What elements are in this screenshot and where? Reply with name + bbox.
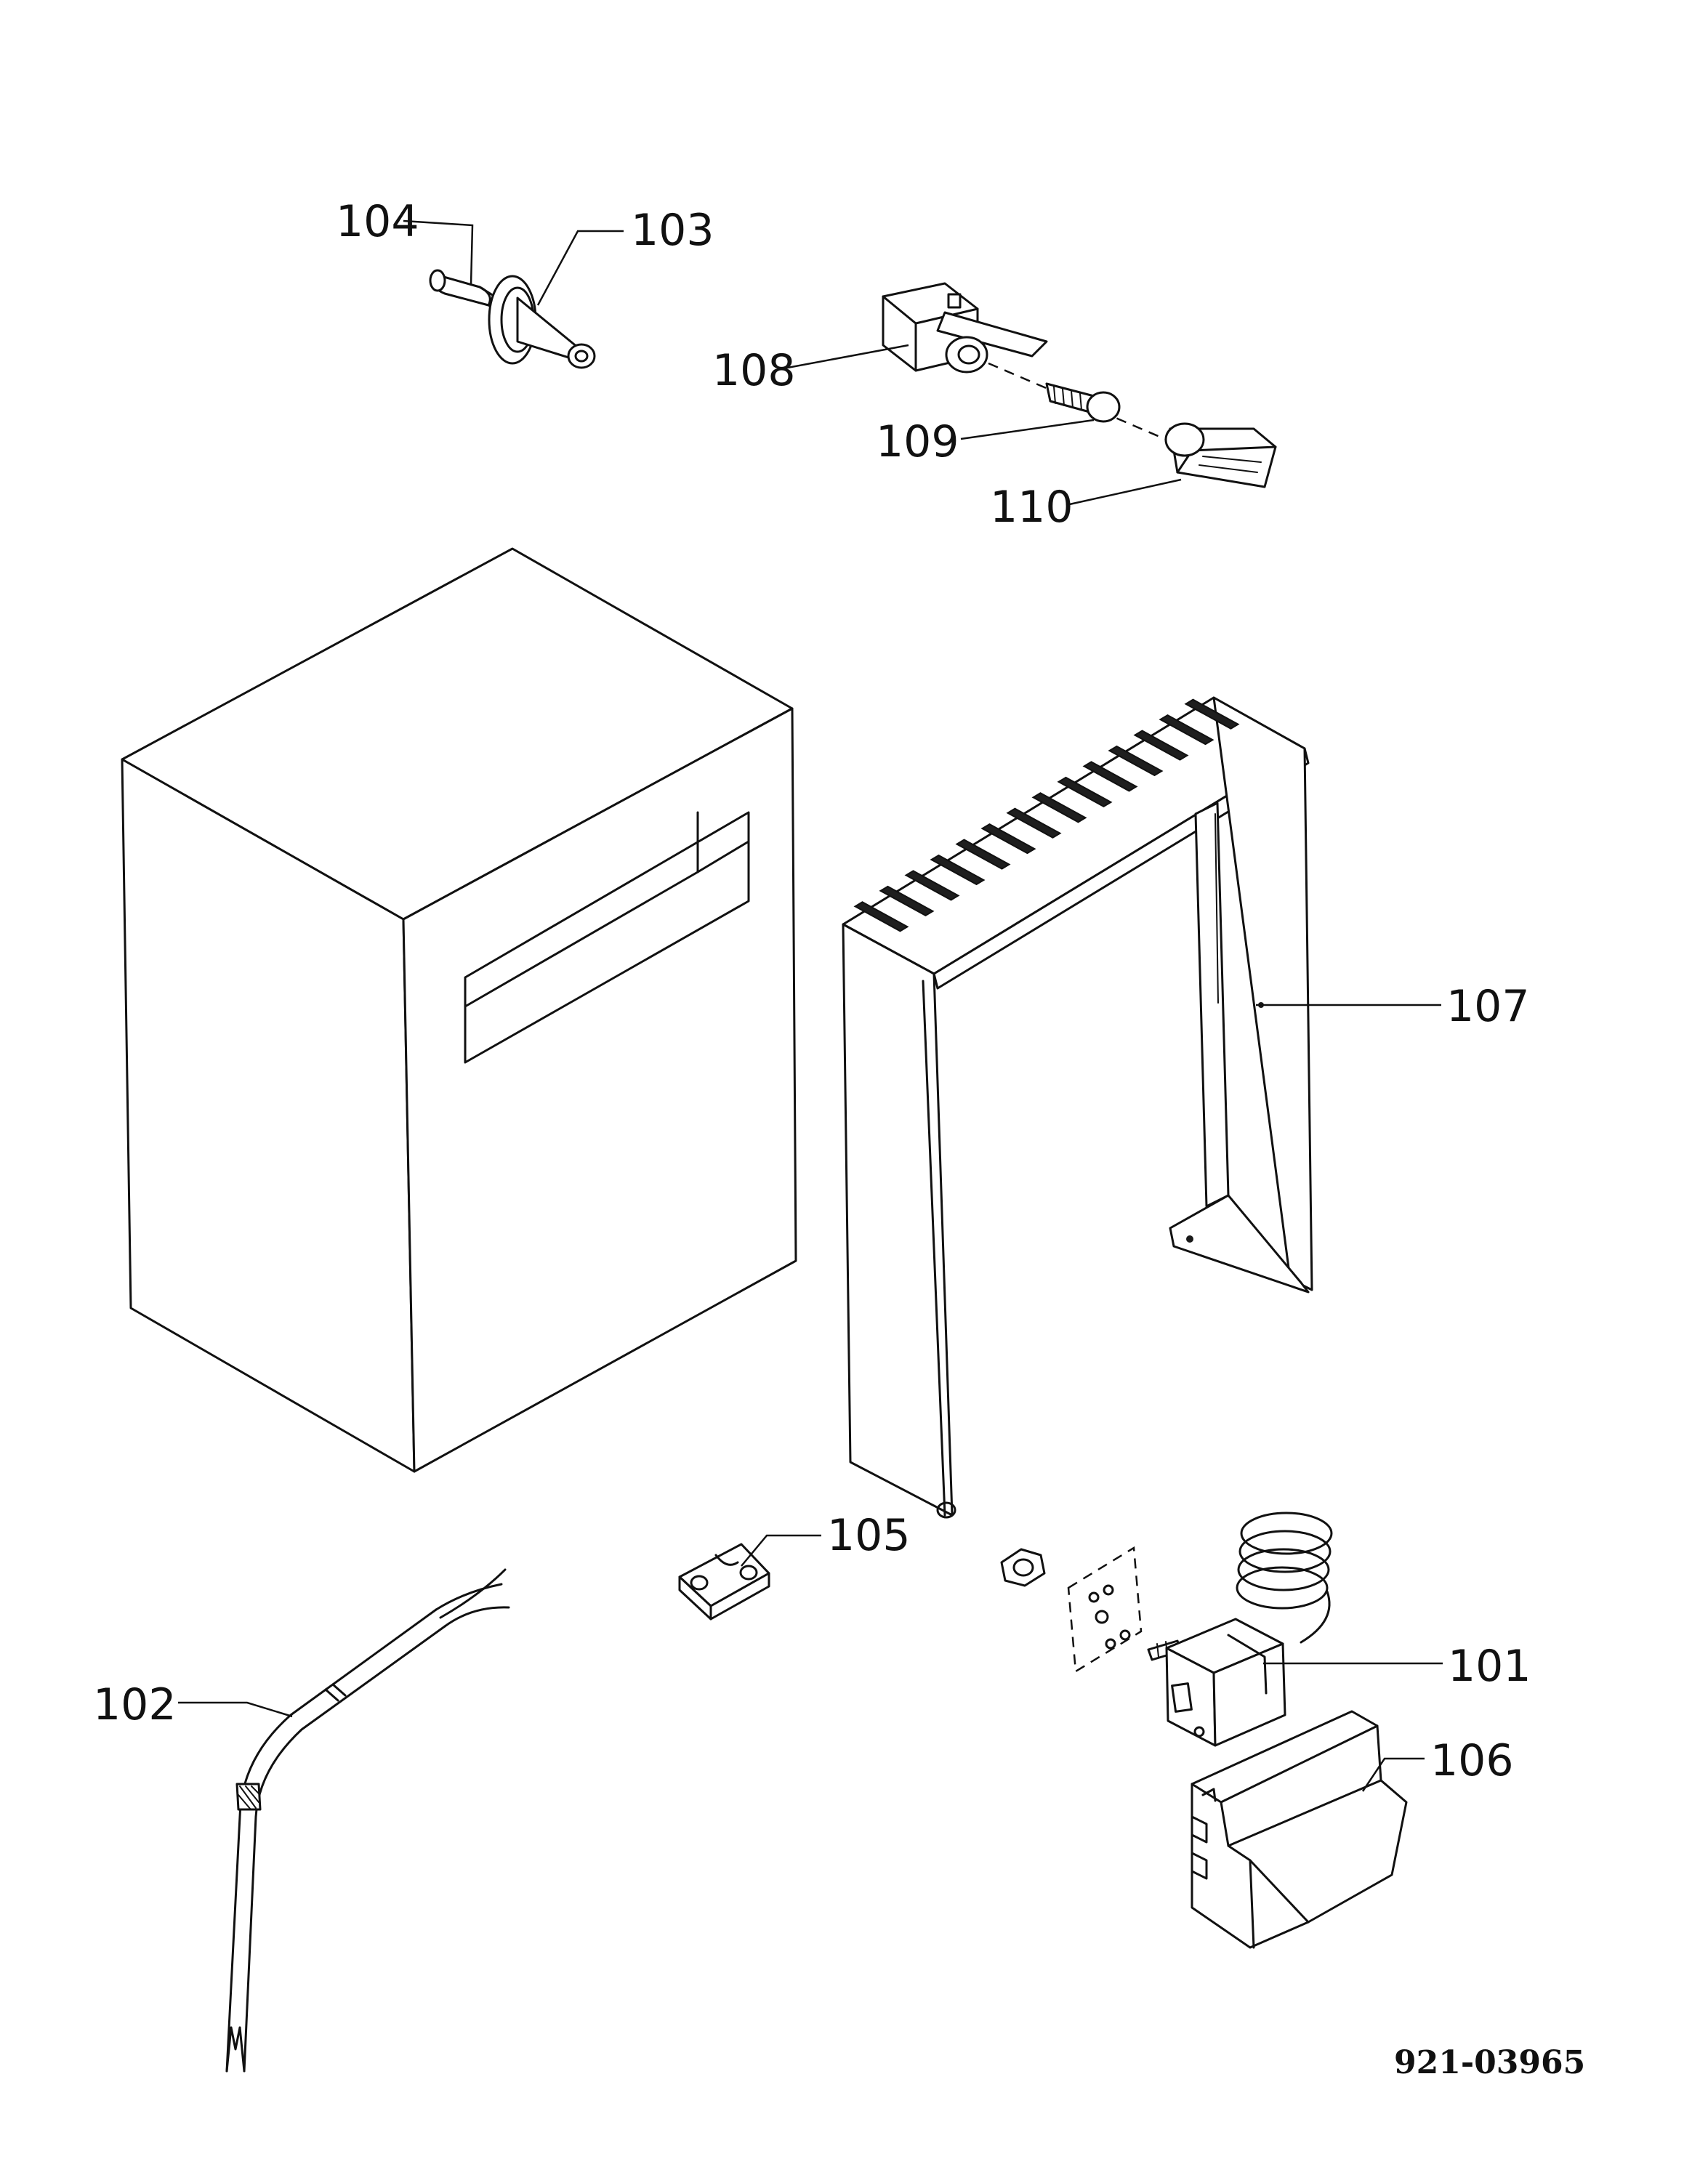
callout-106: 106 (1430, 1735, 1514, 1786)
cabinet-box (121, 547, 797, 1473)
part-106-housing (1191, 1710, 1408, 1949)
part-103-knob (488, 275, 596, 369)
callout-103: 103 (631, 205, 714, 256)
callout-109: 109 (876, 416, 959, 467)
vent-slots (853, 698, 1240, 932)
part-108-holder (882, 282, 1048, 374)
vent-slot (879, 885, 935, 917)
vent-slot (1184, 698, 1240, 730)
document-number: 921-03965 (1394, 2044, 1585, 2081)
callout-110: 110 (990, 482, 1073, 533)
part-105-clip (678, 1543, 770, 1621)
part-107-frame (842, 696, 1313, 1519)
part-102-probe (225, 1568, 510, 2073)
leader-lines (178, 219, 1443, 1792)
vent-slot (930, 854, 986, 886)
part-101-thermostat (1147, 1512, 1333, 1747)
vent-slot (904, 870, 960, 901)
vent-slot (1031, 792, 1087, 823)
vent-slot (980, 823, 1036, 855)
vent-slot (1057, 776, 1113, 808)
part-110-cover (1164, 422, 1277, 488)
callout-104: 104 (336, 196, 419, 247)
callout-107: 107 (1446, 981, 1530, 1032)
vent-slot (955, 839, 1011, 870)
vent-slot (1159, 714, 1214, 746)
nut (1000, 1548, 1046, 1587)
callout-102: 102 (93, 1679, 177, 1730)
part-109-lamp (1045, 382, 1121, 423)
vent-slot (1082, 761, 1138, 792)
vent-slot (853, 901, 909, 932)
vent-slot (1133, 730, 1189, 761)
callout-108: 108 (712, 345, 796, 396)
callout-105: 105 (827, 1510, 911, 1561)
vent-slot (1006, 807, 1062, 839)
gasket-plate (1067, 1546, 1143, 1674)
callout-101: 101 (1448, 1641, 1531, 1692)
vent-slot (1108, 745, 1164, 777)
